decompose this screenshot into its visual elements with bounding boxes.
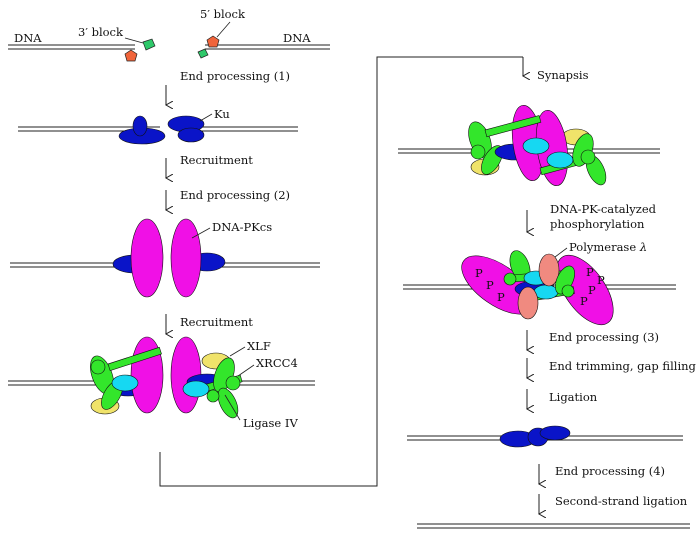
xrcc4-left-head xyxy=(90,359,106,375)
ligase-iv-leader xyxy=(224,394,241,421)
xrcc4-syn-l-head xyxy=(470,144,486,160)
xrcc4-label: XRCC4 xyxy=(256,356,298,370)
phospho-p6: P xyxy=(588,283,596,297)
polymerase-label: Polymerase λ xyxy=(569,240,647,254)
ligase-iv-label: Ligase IV xyxy=(243,416,298,430)
polymerase-leader xyxy=(554,247,568,258)
phospho-p1: P xyxy=(475,266,483,280)
polymerase-top xyxy=(538,253,560,287)
xrcc4-right-tail xyxy=(206,389,220,403)
step-end-processing-2: End processing (2) xyxy=(180,188,290,202)
xlf-label: XLF xyxy=(247,339,271,353)
ku-left xyxy=(118,115,166,145)
phospho-p2: P xyxy=(486,278,494,292)
dna-pkcs-left xyxy=(130,218,164,298)
ku-right xyxy=(167,115,205,143)
dna-pkcs-label: DNA-PKcs xyxy=(212,220,272,234)
block-5-pentagon xyxy=(206,35,220,48)
phospho-p5: P xyxy=(597,273,605,287)
xrcc4-right-head xyxy=(225,375,241,391)
dna-pkcs-right xyxy=(170,218,202,298)
ku-label: Ku xyxy=(214,107,230,121)
xrcc4-left-rod xyxy=(107,346,162,372)
ligase-ph-right xyxy=(533,284,559,300)
xrcc4-right-lobe-b xyxy=(217,387,239,419)
ligase-iv-right xyxy=(182,380,210,398)
polymerase-bottom xyxy=(517,286,539,320)
synapsis-stage xyxy=(398,105,660,186)
ku-ligated-right xyxy=(539,425,571,441)
step-phospho-line1: DNA-PK-catalyzed xyxy=(550,202,657,216)
step-recruitment-1: Recruitment xyxy=(180,153,253,167)
step-end-processing-4: End processing (4) xyxy=(555,464,665,478)
connector-path xyxy=(159,56,523,487)
repaired-dna xyxy=(417,523,690,529)
step-synapsis: Synapsis xyxy=(537,68,589,82)
dna-pkcs-stage: DNA-PKcs xyxy=(10,218,320,298)
ku-leader xyxy=(199,113,213,122)
xrcc4-ph-l-head xyxy=(503,272,517,286)
phospho-p4: P xyxy=(586,265,594,279)
ku-stage: Ku xyxy=(18,107,298,145)
step-recruitment-2: Recruitment xyxy=(180,315,253,329)
step-end-processing-1: End processing (1) xyxy=(180,69,290,83)
dna-label-right: DNA xyxy=(283,31,311,45)
ligase-complex-stage: XLF XRCC4 Ligase IV xyxy=(8,336,315,430)
phosphorylation-stage: P P P P P P P Polymerase λ xyxy=(403,240,676,326)
step-ligation: Ligation xyxy=(549,390,598,404)
block-5-square xyxy=(197,48,209,59)
phospho-p3: P xyxy=(497,290,505,304)
xrcc4-ph-r-head xyxy=(561,284,575,298)
step-phospho-line2: phosphorylation xyxy=(550,217,645,231)
block-3-pentagon xyxy=(124,49,138,62)
block-3-square xyxy=(142,38,156,51)
xlf-leader xyxy=(229,346,246,357)
step-end-trimming: End trimming, gap filling xyxy=(549,359,697,373)
dna-break-stage: DNA DNA 3′ block 5′ block xyxy=(8,7,330,62)
dna-left-segment xyxy=(8,44,135,50)
ligase-iv-left xyxy=(111,374,139,392)
step-end-processing-3: End processing (3) xyxy=(549,330,659,344)
block-5-leader xyxy=(216,21,231,38)
xrcc4-syn-r-head xyxy=(580,149,596,165)
phospho-p7: P xyxy=(580,294,588,308)
ligase-syn-right xyxy=(546,151,574,169)
xrcc4-syn-rod-left xyxy=(484,115,542,138)
ligase-syn-left xyxy=(522,137,550,155)
block-5-label: 5′ block xyxy=(200,7,246,21)
block-3-label: 3′ block xyxy=(78,25,124,39)
dna-pkcs-leader xyxy=(191,227,211,239)
block-3-leader xyxy=(124,37,144,44)
dna-label-left: DNA xyxy=(14,31,42,45)
dna-right-segment xyxy=(205,44,330,50)
step-second-strand: Second-strand ligation xyxy=(555,494,688,508)
xrcc4-leader xyxy=(237,364,255,377)
ligated-stage xyxy=(407,425,683,448)
